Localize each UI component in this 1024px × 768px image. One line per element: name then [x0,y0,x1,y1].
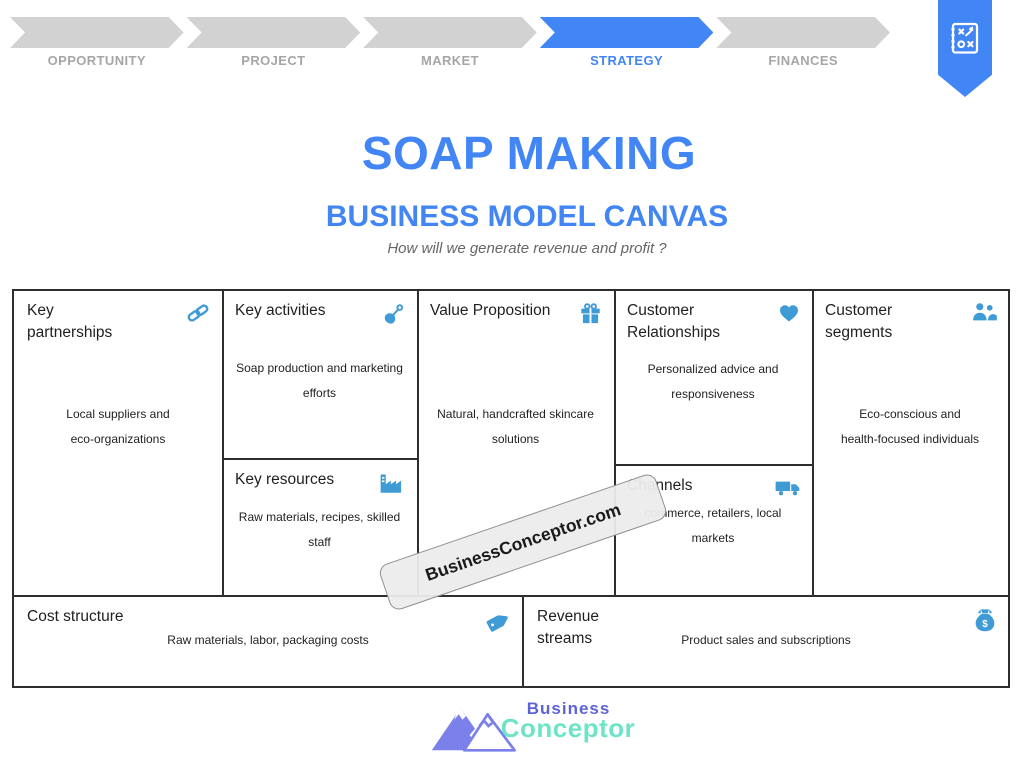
money-bag-icon: $ [972,607,998,635]
cell-customer-relationships: Customer Relationships Personalized advi… [614,291,812,464]
step-opportunity[interactable]: OPPORTUNITY [10,17,184,68]
cell-cost-structure: Cost structure Raw materials, labor, pac… [14,597,522,686]
shovel-icon [381,301,407,327]
key-activities-content: Soap production and marketing efforts [236,361,403,400]
step-project-label[interactable]: PROJECT [241,53,306,68]
revenue-streams-title: Revenue streams [537,608,600,648]
customer-relationships-title: Customer Relationships [627,302,721,342]
canvas-grid: Key partnerships Local suppliers and eco… [12,289,1010,688]
mountain-logo-icon [431,708,516,752]
key-partnerships-title: Key partnerships [27,302,113,342]
step-finances-label[interactable]: FINANCES [768,53,838,68]
grid-divider [222,291,224,595]
truck-icon [774,476,802,499]
canvas-tagline: How will we generate revenue and profit … [387,240,667,257]
key-resources-title: Key resources [235,471,335,488]
customer-segments-content: Eco-conscious and health-focused individ… [840,407,980,446]
cell-value-proposition: Value Proposition Natural, handcrafted s… [417,291,614,595]
key-resources-content: Raw materials, recipes, skilled staff [238,510,401,549]
customer-segments-title: Customer segments [825,302,893,342]
cost-structure-content: Raw materials, labor, packaging costs [167,633,369,647]
cell-revenue-streams: Revenue streams $ Product sales and subs… [524,597,1008,686]
step-strategy-chevron[interactable] [540,17,714,48]
footer-logo-text: Business Conceptor [501,699,636,744]
step-opportunity-chevron[interactable] [10,17,184,48]
footer-logo-conceptor: Conceptor [500,713,636,743]
cell-customer-segments: Customer segments Eco-conscious and heal… [812,291,1008,595]
gift-icon [577,301,604,327]
footer-logo: Business Conceptor [0,699,1024,753]
strategy-ribbon-badge [938,0,992,97]
key-activities-title: Key activities [235,302,326,319]
factory-icon [377,470,407,495]
progress-stepper: OPPORTUNITY PROJECT MARKET STRATEGY FINA… [10,17,890,68]
value-proposition-title: Value Proposition [430,302,551,319]
grid-divider [614,291,616,595]
price-tag-icon [485,607,512,633]
grid-divider [522,595,524,686]
svg-text:$: $ [982,619,988,630]
step-market-label[interactable]: MARKET [420,53,479,68]
key-partnerships-content: Local suppliers and eco-organizations [66,407,170,446]
grid-divider [614,464,812,466]
chain-link-icon [184,301,212,325]
customer-relationships-content: Personalized advice and responsiveness [647,362,779,401]
step-project[interactable]: PROJECT [187,17,361,68]
cell-key-activities: Key activities Soap production and marke… [222,291,417,458]
grid-divider [222,458,417,460]
revenue-streams-content: Product sales and subscriptions [681,633,851,647]
cost-structure-title: Cost structure [27,608,124,625]
step-opportunity-label[interactable]: OPPORTUNITY [47,53,146,68]
step-strategy[interactable]: STRATEGY [540,17,714,68]
cell-key-partnerships: Key partnerships Local suppliers and eco… [14,291,222,595]
step-finances[interactable]: FINANCES [716,17,890,68]
heart-icon [776,301,802,325]
canvas-title: BUSINESS MODEL CANVAS [325,200,729,233]
page-title: SOAP MAKING [361,127,697,179]
step-finances-chevron[interactable] [716,17,890,48]
step-project-chevron[interactable] [187,17,361,48]
value-proposition-content: Natural, handcrafted skincare solutions [437,407,594,446]
grid-divider [417,291,419,595]
step-market[interactable]: MARKET [363,17,537,68]
strategy-playbook-icon [951,22,979,54]
grid-divider [812,291,814,595]
footer-logo-business: Business [526,699,611,718]
cell-key-resources: Key resources Raw materials, recipes, sk… [222,460,417,595]
step-market-chevron[interactable] [363,17,537,48]
grid-divider [14,595,1008,597]
people-icon [970,301,998,324]
step-strategy-label[interactable]: STRATEGY [590,53,664,68]
